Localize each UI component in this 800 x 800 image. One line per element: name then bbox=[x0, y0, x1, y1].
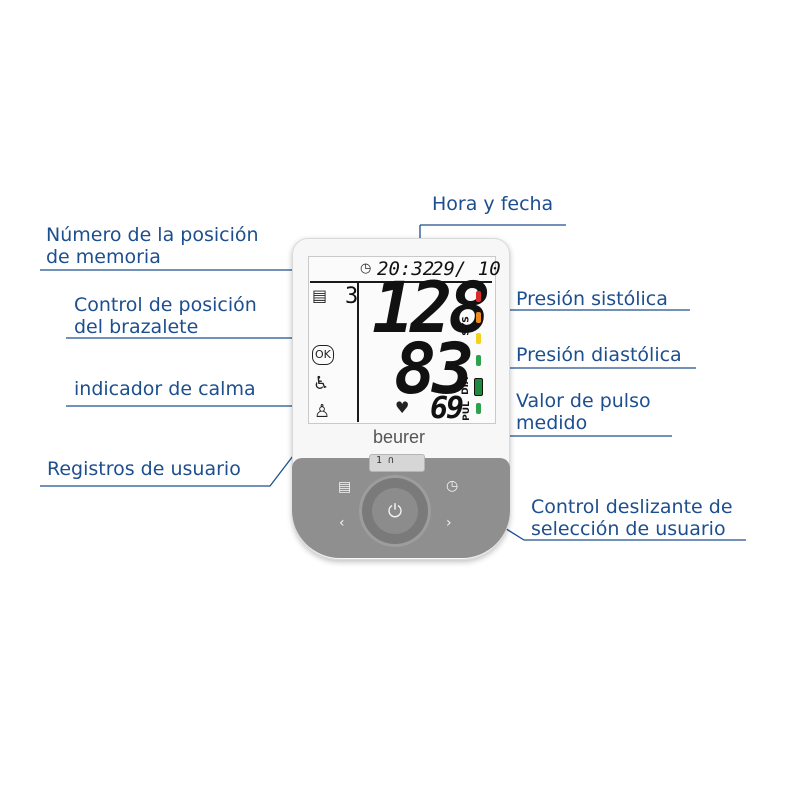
label-pulso: Valor de pulso medido bbox=[516, 390, 651, 434]
bar-red bbox=[476, 291, 481, 302]
bar-green-active bbox=[474, 378, 483, 396]
screen-divider-horizontal bbox=[310, 281, 492, 283]
label-hora-fecha: Hora y fecha bbox=[432, 193, 554, 215]
heart-icon: ♥ bbox=[395, 398, 410, 417]
dia-tag: DIA bbox=[460, 377, 471, 395]
calm-indicator-icon: ♿ bbox=[313, 373, 330, 394]
brand-logo: beurer bbox=[373, 427, 426, 447]
label-brazalete: Control de posición del brazalete bbox=[74, 294, 257, 338]
lcd-pulse: 69 bbox=[430, 391, 464, 426]
user-slider[interactable] bbox=[369, 454, 425, 472]
label-calma: indicador de calma bbox=[74, 378, 256, 400]
bar-orange bbox=[476, 312, 481, 323]
lcd-screen bbox=[308, 256, 496, 424]
memory-button-icon[interactable]: ▤ bbox=[338, 479, 352, 495]
label-memoria: Número de la posición de memoria bbox=[46, 224, 259, 268]
lcd-time: 20:32 bbox=[377, 258, 435, 280]
lcd-date: 29/ 10 bbox=[432, 258, 501, 280]
leader-brazalete bbox=[66, 337, 323, 357]
clock-icon: ◷ bbox=[360, 261, 372, 276]
right-arrow-button-icon[interactable]: › bbox=[446, 515, 452, 531]
pul-tag: PUL bbox=[461, 401, 472, 421]
label-deslizante: Control deslizante de selección de usuar… bbox=[531, 496, 733, 540]
bar-green-2 bbox=[476, 403, 481, 414]
user-icon: ♙ bbox=[314, 401, 331, 422]
bar-green-1 bbox=[476, 355, 481, 366]
sys-tag: SYS bbox=[461, 316, 472, 336]
user-slider-value: 1 ∩ bbox=[376, 455, 395, 466]
cuff-position-icon: OK bbox=[312, 345, 334, 365]
label-sistolica: Presión sistólica bbox=[516, 288, 668, 310]
lcd-diastolic: 83 bbox=[394, 328, 474, 410]
label-diastolica: Presión diastólica bbox=[516, 344, 682, 366]
left-arrow-button-icon[interactable]: ‹ bbox=[339, 515, 345, 531]
power-button[interactable]: ⏻ bbox=[372, 488, 418, 534]
power-icon: ⏻ bbox=[387, 500, 403, 522]
lcd-memory-number: 3 bbox=[345, 284, 359, 309]
label-usuario: Registros de usuario bbox=[47, 458, 241, 480]
bar-yellow bbox=[476, 333, 481, 344]
clock-button-icon[interactable]: ◷ bbox=[446, 478, 459, 494]
screen-divider-vertical bbox=[357, 283, 359, 422]
lcd-systolic: 128 bbox=[372, 267, 490, 349]
memory-icon: ▤ bbox=[312, 286, 328, 305]
